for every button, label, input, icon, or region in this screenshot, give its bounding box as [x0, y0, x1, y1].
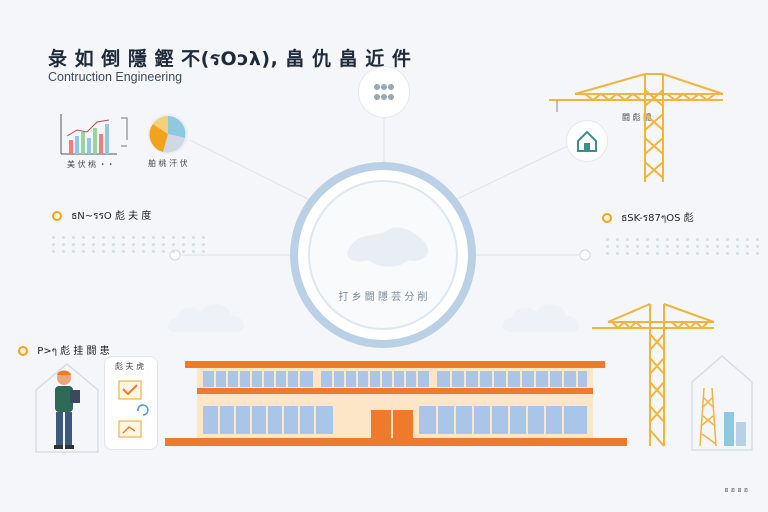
tower-crane-icon — [549, 73, 724, 182]
house-icon — [577, 130, 597, 152]
callout-right-top-text: ธSK-ร87ๆOS 彪 — [621, 213, 694, 224]
marker-icon — [52, 211, 62, 221]
menu-dots-icon[interactable] — [358, 66, 410, 118]
footer-text: ฮ ฮ ฮ ฮ — [724, 486, 748, 494]
house-label: 闘 彪 闘 — [622, 113, 652, 122]
task-panel-label: 彪 夫 虎 — [115, 362, 145, 371]
dot-pattern-right — [606, 238, 762, 255]
refresh-icon — [137, 404, 149, 416]
house-outline-right — [691, 355, 753, 451]
house-icon-badge — [566, 120, 608, 162]
task-panel-card: 彪 夫 虎 — [104, 356, 158, 450]
dots-grid-icon — [374, 84, 394, 100]
cloud-left — [167, 304, 245, 332]
callout-left-bottom: P>ๆ 彪 挂 闘 患 — [18, 342, 110, 359]
pie-chart-icon — [148, 114, 188, 154]
clipboard-icon — [118, 380, 142, 400]
dot-pattern-left — [52, 236, 208, 253]
cloud-right — [502, 304, 580, 332]
pie-caption: 舶 桃 汗 伏 — [148, 159, 188, 168]
callout-left-top-text: ธN~รรO 彪 夫 度 — [71, 211, 152, 222]
map-icon — [347, 227, 429, 267]
marker-icon — [602, 213, 612, 223]
house-outline — [35, 363, 99, 453]
pie-chart-card: 舶 桃 汗 伏 — [143, 112, 195, 170]
callout-left-top: ธN~รรO 彪 夫 度 — [52, 207, 151, 224]
center-circle-label: 打 乡 闘 隱 芸 分 削 — [338, 292, 428, 303]
bar-chart-icon — [60, 114, 128, 155]
chart-caption: 美 伏 桃 ・・ — [67, 160, 115, 169]
callout-left-bottom-text: P>ๆ 彪 挂 闘 患 — [37, 346, 110, 357]
worker-figure — [54, 370, 80, 449]
page-title: 彔 如 倒 隱 鏗 不(รOↄλ), 畠 仇 畠 近 件 — [48, 48, 412, 70]
page-subtitle: Contruction Engineering — [48, 70, 183, 84]
mini-bar-chart: 美 伏 桃 ・・ — [55, 110, 135, 170]
callout-right-top: ธSK-ร87ๆOS 彪 — [602, 209, 694, 226]
tower-crane-2-icon — [592, 303, 715, 447]
marker-icon — [18, 346, 28, 356]
document-icon — [118, 420, 142, 438]
center-globe-circle: 打 乡 闘 隱 芸 分 削 — [290, 162, 476, 348]
main-building — [165, 361, 627, 446]
